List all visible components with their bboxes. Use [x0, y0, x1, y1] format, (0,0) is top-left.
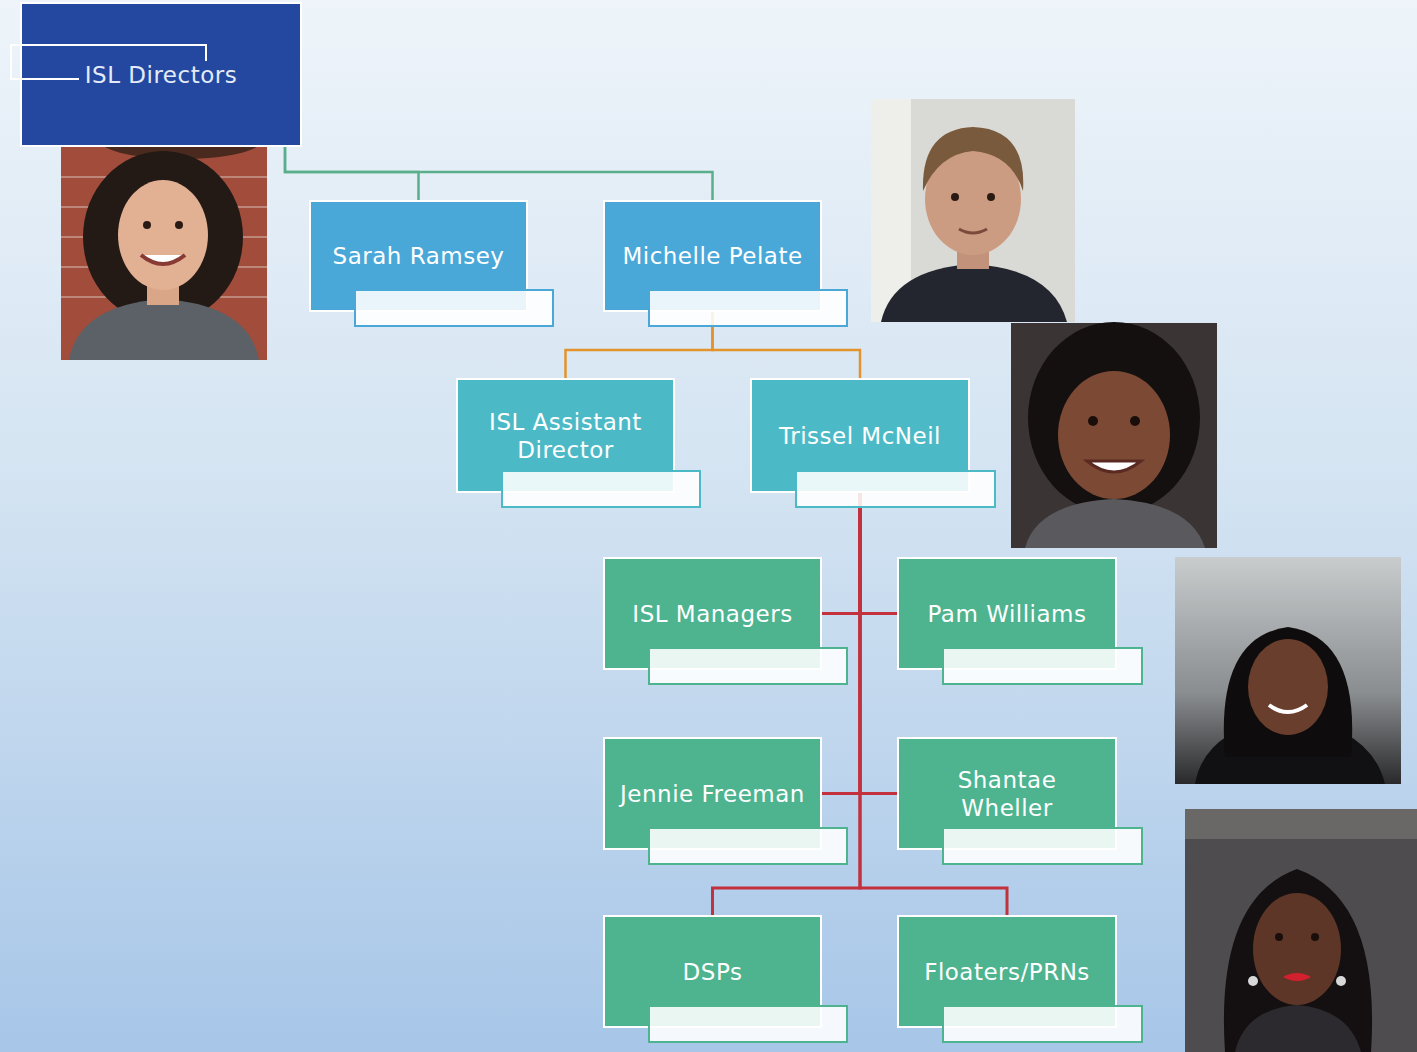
face	[1248, 639, 1328, 735]
portrait-photo	[871, 99, 1075, 322]
role-name: ISL Managers	[615, 600, 810, 628]
text-holder: ISL Assistant Director	[458, 408, 673, 464]
org-connector	[285, 147, 419, 200]
secondary-box	[942, 1005, 1143, 1043]
org-connector	[285, 147, 713, 200]
secondary-box	[648, 289, 848, 327]
org-role-box: ISL Assistant Director	[456, 378, 675, 493]
secondary-box	[648, 647, 848, 685]
text-holder: Trissel McNeil	[752, 422, 968, 450]
role-name: Shantae Wheller	[909, 766, 1105, 822]
photo-background	[1185, 809, 1417, 1052]
text-holder: ISL Managers	[605, 600, 820, 628]
smile	[1269, 705, 1307, 712]
eye	[1311, 933, 1319, 941]
top	[1235, 1005, 1361, 1052]
group-header-box: ISL Directors	[20, 2, 302, 147]
photo-background	[1175, 557, 1401, 784]
earring	[1336, 976, 1346, 986]
braids	[1224, 869, 1372, 1052]
eye	[951, 193, 959, 201]
secondary-box	[942, 647, 1143, 685]
role-name: DSPs	[615, 958, 810, 986]
org-role-box: Shantae Wheller	[897, 737, 1117, 850]
org-connector	[822, 493, 860, 614]
role-name: Michelle Pelate	[615, 242, 810, 270]
org-role-box: DSPs	[603, 915, 822, 1028]
text-holder: DSPs	[605, 958, 820, 986]
portrait-photo	[1011, 322, 1217, 548]
text-holder: Pam Williams	[899, 600, 1115, 628]
text-holder: Michelle Pelate	[605, 242, 820, 270]
org-role-box: ISL Managers	[603, 557, 822, 670]
role-name: Floaters/PRNs	[909, 958, 1105, 986]
secondary-box	[795, 470, 996, 508]
org-role-box: Michelle Pelate	[603, 200, 822, 312]
shirt	[881, 264, 1067, 322]
face	[1253, 893, 1341, 1005]
org-connector	[860, 493, 897, 794]
hair	[1028, 322, 1200, 514]
text-holder: Shantae Wheller	[899, 766, 1115, 822]
smile	[1087, 461, 1141, 472]
portrait-photo	[1175, 557, 1401, 784]
face	[118, 180, 208, 290]
photo-background	[871, 99, 1075, 322]
org-role-box: Pam Williams	[897, 557, 1117, 670]
earring	[1248, 976, 1258, 986]
role-name: Trissel McNeil	[762, 422, 958, 450]
org-connector	[822, 493, 860, 794]
text-holder: Sarah Ramsey	[311, 242, 526, 270]
text-holder: Jennie Freeman	[605, 780, 820, 808]
eye	[143, 221, 151, 229]
role-name: Pam Williams	[909, 600, 1105, 628]
secondary-box	[942, 827, 1143, 865]
eye	[1130, 416, 1140, 426]
face	[1058, 371, 1170, 499]
smile	[141, 255, 185, 264]
org-role-box: Jennie Freeman	[603, 737, 822, 850]
org-connector	[860, 493, 897, 614]
secondary-box	[354, 289, 554, 327]
eye	[1275, 933, 1283, 941]
eye	[987, 193, 995, 201]
role-name: Jennie Freeman	[615, 780, 810, 808]
text-holder: Floaters/PRNs	[899, 958, 1115, 986]
role-name: ISL Directors	[79, 61, 243, 89]
photo-background	[1011, 323, 1217, 548]
secondary-box	[648, 827, 848, 865]
text-holder: ISL Directors	[22, 61, 300, 89]
hair	[83, 151, 243, 323]
portrait-photo	[1185, 809, 1417, 1052]
eye	[175, 221, 183, 229]
sweater	[1025, 499, 1205, 548]
photo-background	[61, 137, 267, 360]
org-role-box: Sarah Ramsey	[309, 200, 528, 312]
role-name: ISL Assistant Director	[468, 408, 663, 464]
lips	[1283, 973, 1311, 981]
org-role-box: Trissel McNeil	[750, 378, 970, 493]
role-name: Sarah Ramsey	[321, 242, 516, 270]
shirt	[69, 299, 259, 360]
mouth	[959, 229, 987, 233]
eye	[1088, 416, 1098, 426]
hair	[923, 127, 1023, 191]
hair	[1224, 627, 1352, 757]
portrait-photo	[61, 123, 267, 360]
secondary-box	[501, 470, 701, 508]
org-role-box: Floaters/PRNs	[897, 915, 1117, 1028]
secondary-box	[648, 1005, 848, 1043]
photo-top	[1185, 809, 1417, 839]
